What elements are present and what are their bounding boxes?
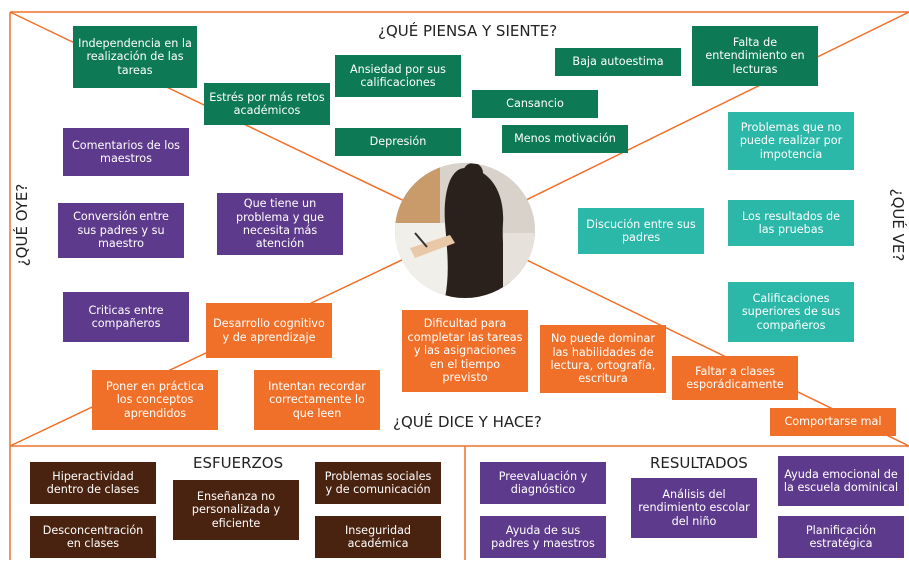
note-ensenanza-no-personalizada: Enseñanza no personalizada y eficiente xyxy=(173,480,299,540)
note-ansiedad: Ansiedad por sus calificaciones xyxy=(335,55,461,97)
note-intentan-recordar: Intentan recordar correctamente lo que l… xyxy=(254,370,380,430)
note-inseguridad-academica: Inseguridad académica xyxy=(315,516,441,558)
note-planificacion-estrategica: Planificación estratégica xyxy=(778,516,904,558)
note-criticas-companeros: Criticas entre compañeros xyxy=(63,292,189,342)
note-ayuda-padres-maestros: Ayuda de sus padres y maestros xyxy=(480,516,606,558)
note-desconcentracion: Desconcentración en clases xyxy=(30,516,156,558)
note-discucion-padres: Discución entre sus padres xyxy=(578,208,704,254)
note-ayuda-emocional: Ayuda emocional de la escuela dominical xyxy=(778,456,904,506)
note-resultados-pruebas: Los resultados de las pruebas xyxy=(728,200,854,246)
note-comentarios-maestros: Comentarios de los maestros xyxy=(63,128,189,176)
note-desarrollo-cognitivo: Desarrollo cognitivo y de aprendizaje xyxy=(206,303,332,358)
note-problemas-impotencia: Problemas que no puede realizar por impo… xyxy=(728,112,854,170)
heading-ve: ¿QUÉ VE? xyxy=(889,188,907,262)
note-comportarse-mal: Comportarse mal xyxy=(770,408,896,436)
note-depresion: Depresión xyxy=(335,128,461,156)
note-analisis-rendimiento: Análisis del rendimiento escolar del niñ… xyxy=(631,478,757,538)
note-faltar-clases: Faltar a clases esporádicamente xyxy=(672,356,798,400)
note-necesita-atencion: Que tiene un problema y que necesita más… xyxy=(217,193,343,255)
note-conversion-padres: Conversión entre sus padres y su maestro xyxy=(58,203,184,258)
note-menos-motivacion: Menos motivación xyxy=(502,125,628,153)
note-independencia: Independencia en la realización de las t… xyxy=(73,26,197,88)
heading-dice-hace: ¿QUÉ DICE Y HACE? xyxy=(393,413,542,431)
note-estres: Estrés por más retos académicos xyxy=(204,83,330,125)
note-problemas-sociales: Problemas sociales y de comunicación xyxy=(315,462,441,504)
note-cansancio: Cansancio xyxy=(472,90,598,118)
heading-esfuerzos: ESFUERZOS xyxy=(193,454,284,472)
note-baja-autoestima: Baja autoestima xyxy=(555,48,681,76)
note-calificaciones-superiores: Calificaciones superiores de sus compañe… xyxy=(728,282,854,342)
note-poner-en-practica: Poner en práctica los conceptos aprendid… xyxy=(92,370,218,430)
note-hiperactividad: Hiperactividad dentro de clases xyxy=(30,462,156,504)
heading-oye: ¿QUÉ OYE? xyxy=(13,183,31,267)
heading-piensa-siente: ¿QUÉ PIENSA Y SIENTE? xyxy=(378,22,558,40)
note-no-puede-dominar: No puede dominar las habilidades de lect… xyxy=(540,325,666,393)
heading-resultados: RESULTADOS xyxy=(650,454,748,472)
photo-of-child-writing-icon xyxy=(395,163,535,298)
note-dificultad-tareas: Dificultad para completar las tareas y l… xyxy=(402,310,528,392)
note-falta-entendimiento: Falta de entendimiento en lecturas xyxy=(692,26,818,86)
note-preevaluacion: Preevaluación y diagnóstico xyxy=(480,462,606,504)
